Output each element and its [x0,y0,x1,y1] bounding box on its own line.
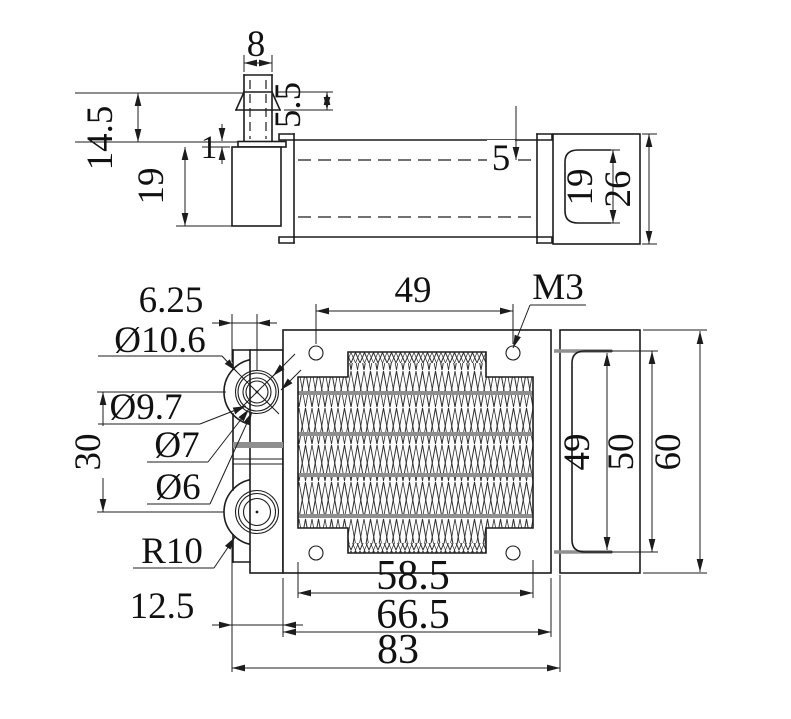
dim-label: Ø9.7 [110,387,183,428]
left-lip-top [278,133,295,141]
side-view: 8 5.5 14.5 1 19 [75,24,657,245]
dim-label: 5.5 [268,82,309,128]
dim-overall-height: 60 [643,329,707,574]
right-lip-bottom [536,236,553,244]
fin-separator [298,432,533,436]
dim-channel-height: 19 [560,149,620,224]
left-lip-bottom [278,236,295,244]
dim-label: 30 [68,434,109,471]
dim-terminal-offset: 6.25 [139,280,277,362]
dim-label: 49 [557,434,598,471]
right-flange [554,329,641,574]
end-bracket-side [552,133,641,245]
left-tab [249,349,284,574]
mounting-hole [505,545,521,561]
fin-row [298,518,533,528]
dim-label: 66.5 [376,592,450,638]
dim-tab-width: 12.5 [130,540,303,672]
mounting-hole [308,345,324,361]
mounting-hole [505,345,521,361]
dim-terminal-pitch: 30 [68,392,118,512]
dim-terminal-d2: Ø9.7 [98,387,247,428]
dim-label: 49 [395,270,432,311]
pin-base-plate [237,140,287,148]
dim-label: 50 [601,434,642,471]
dim-label: Ø7 [154,425,199,466]
dim-label: Ø10.6 [114,320,205,361]
fin-row [298,377,533,391]
dim-label: R10 [141,531,203,572]
dim-label: 5 [492,138,511,179]
front-view: 6.25 Ø10.6 Ø9.7 Ø7 Ø6 [68,267,707,673]
dim-flange-inner-height: 49 [557,353,611,550]
dim-boss-radius: R10 [133,531,236,572]
mounting-hole [308,545,324,561]
fin-cap-top [348,352,486,363]
dim-label: 26 [598,171,639,208]
dim-end-height: 26 [598,133,657,245]
fin-cap-bottom [348,543,486,553]
dim-fin-width: 58.5 [297,553,534,599]
terminal-pin [234,74,287,148]
dim-thread: M3 [512,267,586,349]
dim-label: 12.5 [130,586,195,627]
upper-terminal [234,353,302,415]
right-lip-top [536,133,553,141]
dim-label: M3 [532,267,583,308]
dim-edge-channel: 5 [487,106,520,179]
dim-terminal-d3: Ø7 [147,408,250,466]
fin-separator [298,514,533,518]
dim-pin-height: 14.5 [80,93,142,171]
dim-label: 6.25 [139,280,204,321]
dim-label: 19 [560,169,601,206]
dim-label: 83 [377,627,419,673]
dim-label: 14.5 [80,106,121,171]
fin-row [298,395,533,432]
terminal-block [231,146,282,227]
dim-body-width: 66.5 [283,578,552,638]
dim-pin-taper: 5.5 [268,82,333,128]
fin-separator [298,391,533,395]
fin-separator [298,473,533,477]
dim-pin-width: 8 [243,24,273,72]
fin-outline [297,351,534,554]
dim-label: 1 [201,130,218,166]
dim-block-height: 19 [131,147,238,227]
fin-row [298,436,533,473]
dim-terminal-od: Ø10.6 [98,320,237,372]
lower-terminal [234,489,280,535]
dim-hole-pitch: 49 [315,270,514,344]
dim-plate-thickness: 1 [201,124,230,166]
web-band [233,442,283,448]
dim-overall-width: 83 [232,575,561,673]
dim-label: Ø6 [155,467,200,508]
dim-label: 58.5 [376,553,450,599]
fin-block [297,351,534,554]
dim-flange-outer-height: 50 [601,350,658,553]
dim-label: 60 [648,434,689,471]
dim-label: 8 [247,24,266,65]
fin-row [298,477,533,514]
dim-label: 19 [131,168,172,205]
dim-terminal-d4: Ø6 [147,411,253,508]
